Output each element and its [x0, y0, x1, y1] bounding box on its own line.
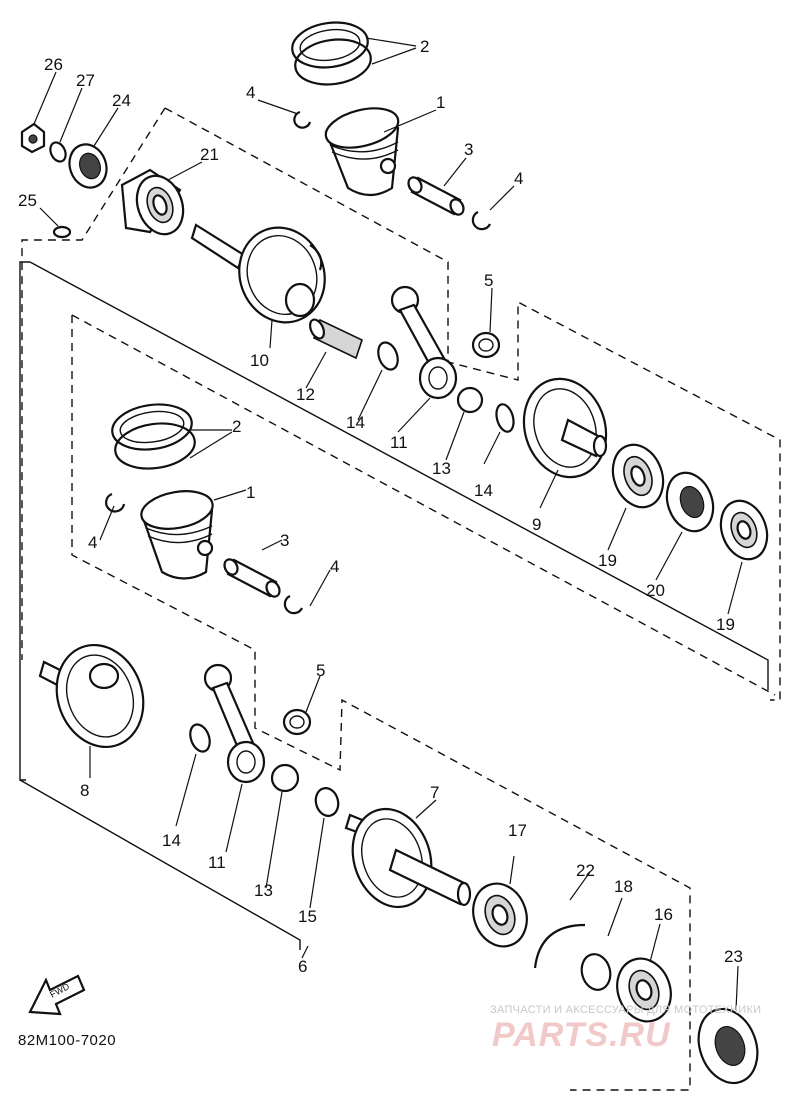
piston-rings-top-drawing	[291, 21, 372, 86]
washer-18	[580, 953, 612, 991]
callout-20: 20	[646, 581, 665, 600]
bearing-13-mid	[270, 763, 300, 793]
callout-11-mid: 11	[208, 853, 226, 872]
con-rod-mid-drawing	[203, 663, 266, 784]
callout-5-mid: 5	[316, 661, 325, 680]
bearing-19-a-drawing	[611, 443, 665, 509]
piston-rings-mid-drawing	[111, 403, 196, 470]
washer-15	[314, 787, 340, 817]
callout-6: 6	[298, 957, 307, 976]
callout-23: 23	[724, 947, 743, 966]
upper-assembly	[20, 21, 769, 561]
callout-24: 24	[112, 91, 131, 110]
callout-27: 27	[76, 71, 95, 90]
callout-25: 25	[18, 191, 37, 210]
callout-2-mid: 2	[232, 417, 241, 436]
callout-22: 22	[576, 861, 595, 880]
callout-16: 16	[654, 905, 673, 924]
piston-pin-top-drawing	[407, 176, 465, 216]
circlip-22	[533, 923, 586, 969]
clip-mid-b	[283, 595, 303, 615]
callout-26: 26	[44, 55, 63, 74]
bearing-17-drawing	[472, 882, 528, 948]
callout-21: 21	[200, 145, 219, 164]
callout-1-mid: 1	[246, 483, 255, 502]
callout-4-top-b: 4	[514, 169, 523, 188]
callout-11-top: 11	[390, 433, 408, 452]
callout-3-top: 3	[464, 140, 473, 159]
callout-8: 8	[80, 781, 89, 800]
middle-assembly: FWD	[28, 403, 759, 1085]
crank-half-7-drawing	[344, 807, 472, 909]
bearing-19-b-drawing	[719, 499, 769, 561]
callout-1-top: 1	[436, 93, 445, 112]
callout-18: 18	[614, 877, 633, 896]
piston-mid-drawing	[140, 490, 214, 580]
crank-half-8-drawing	[38, 643, 145, 749]
callout-19-a: 19	[598, 551, 617, 570]
piston-top-drawing	[324, 107, 400, 197]
washer-14-a	[377, 341, 399, 371]
callout-13-top: 13	[432, 459, 451, 478]
diagram-code: 82M100-7020	[18, 1032, 117, 1049]
middle-dashed-boundary	[71, 315, 691, 1091]
upper-dashed-boundary	[164, 107, 781, 701]
callout-9: 9	[532, 515, 541, 534]
watermark-tagline: ЗАПЧАСТИ И АКСЕССУАРЫ ДЛЯ МОТОТЕХНИКИ	[490, 1004, 762, 1016]
callout-4-top-a: 4	[246, 83, 255, 102]
seal-23-drawing	[697, 1007, 759, 1085]
assembly-boundaries	[19, 107, 781, 1091]
callout-2-top: 2	[420, 37, 429, 56]
callout-17: 17	[508, 821, 527, 840]
bearing-16-drawing	[616, 957, 672, 1023]
washer-14-b	[495, 403, 515, 433]
con-rod-top-drawing	[390, 285, 458, 400]
clip-top-b	[471, 211, 491, 231]
crank-half-9-drawing	[522, 377, 608, 479]
washer-14-c	[189, 723, 211, 753]
seal-20-drawing	[665, 471, 715, 533]
crank-half-10-drawing	[190, 223, 326, 324]
leader-lines	[33, 37, 743, 1011]
bearing-13-top	[456, 386, 484, 414]
callout-13-mid: 13	[254, 881, 273, 900]
needle-bearing-top-drawing	[471, 331, 501, 359]
callout-4-mid-b: 4	[330, 557, 339, 576]
callout-4-mid-a: 4	[88, 533, 97, 552]
bearing-21-drawing	[120, 168, 185, 236]
piston-pin-mid-drawing	[223, 558, 281, 598]
crank-pin-12-drawing	[309, 318, 363, 360]
callout-3-mid: 3	[280, 531, 289, 550]
callout-19-b: 19	[716, 615, 735, 634]
callout-14-c: 14	[162, 831, 181, 850]
nut-washer-seal-drawing	[20, 122, 108, 189]
callout-7: 7	[430, 783, 439, 802]
watermark-logo: PARTS.RU	[492, 1016, 671, 1054]
fwd-arrow-icon: FWD	[28, 974, 86, 1016]
callout-10: 10	[250, 351, 269, 370]
callout-14-a: 14	[346, 413, 365, 432]
callout-5-top: 5	[484, 271, 493, 290]
callout-12: 12	[296, 385, 315, 404]
key-25	[52, 225, 72, 239]
crank-group-boundary	[19, 261, 769, 781]
clip-mid-a	[105, 492, 126, 513]
callout-15: 15	[298, 907, 317, 926]
clip-top-a	[293, 110, 312, 129]
callout-14-b: 14	[474, 481, 493, 500]
callout-labels: 2 4 1 3 4 26 27 24 21 25 10 12 5 14 11 1…	[18, 37, 743, 976]
needle-bearing-mid-drawing	[282, 708, 312, 736]
